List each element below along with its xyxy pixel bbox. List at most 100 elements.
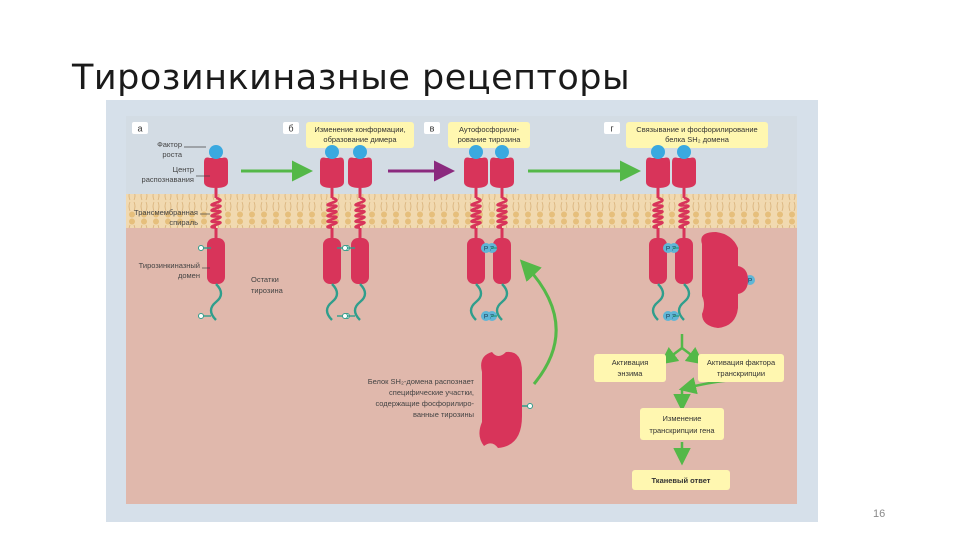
tyrosine-kinase-domain (323, 238, 341, 284)
svg-text:Аутофосфорили-: Аутофосфорили- (459, 125, 520, 134)
svg-text:а: а (137, 124, 142, 134)
svg-text:Белок SH₂-домена распознает: Белок SH₂-домена распознает (368, 377, 475, 386)
svg-text:энзима: энзима (618, 369, 644, 378)
receptor-monomer (320, 145, 344, 321)
svg-text:Изменение: Изменение (663, 414, 702, 423)
svg-text:распознавания: распознавания (142, 175, 194, 184)
svg-text:Тканевый ответ: Тканевый ответ (652, 476, 711, 485)
tyrosine-kinase-domain (351, 238, 369, 284)
tyrosine-kinase-domain (675, 238, 693, 284)
gene-transcription-box: Изменение транскрипции гена (640, 408, 724, 440)
svg-text:спираль: спираль (169, 218, 198, 227)
sh2-description: Белок SH₂-домена распознает специфически… (368, 377, 475, 419)
step-label-g: Связывание и фосфорилирование белка SH₂ … (626, 122, 768, 148)
svg-text:б: б (288, 124, 293, 134)
cell-membrane (126, 194, 797, 228)
panel-letter-v: в (424, 122, 440, 134)
phosphate-group: P (481, 311, 497, 321)
receptor-tail (677, 283, 691, 321)
step-label-v: Аутофосфорили- рование тирозина (448, 122, 530, 148)
tyrosine-kinase-domain (649, 238, 667, 284)
transmembrane-helix (354, 196, 366, 229)
receptors-layer (204, 145, 696, 321)
tyrosine-residue (198, 313, 211, 319)
svg-text:Трансмембранная: Трансмембранная (134, 208, 198, 217)
growth-factor-ligand (469, 145, 483, 159)
step-label-b: Изменение конформации, образование димер… (306, 122, 414, 148)
tyrosine-kinase-domain (493, 238, 511, 284)
svg-text:P: P (666, 314, 670, 321)
growth-factor-ligand (209, 145, 223, 159)
svg-text:специфические участки,: специфические участки, (389, 388, 474, 397)
receptor-binding-domain (320, 157, 344, 188)
growth-factor-ligand (353, 145, 367, 159)
transcription-factor-box: Активация фактора транскрипции (698, 354, 784, 382)
panel-letter-b: б (283, 122, 299, 134)
tyrosine-residues-label: Остатки тирозина (251, 275, 284, 295)
growth-factor-ligand (325, 145, 339, 159)
receptor-monomer (672, 145, 696, 321)
svg-text:роста: роста (162, 150, 182, 159)
binding-center-label: Центр распознавания (142, 165, 210, 184)
tyrosine-kinase-domain-label: Тирозинкиназный домен (139, 261, 210, 280)
svg-text:Активация: Активация (612, 358, 649, 367)
svg-text:Активация фактора: Активация фактора (707, 358, 776, 367)
receptor-tail (469, 283, 483, 321)
receptor-diagram: а б в г Изменение конформации, образован… (126, 116, 797, 504)
svg-text:тирозина: тирозина (251, 286, 284, 295)
receptor-binding-domain (464, 157, 488, 188)
receptor-monomer (464, 145, 488, 321)
svg-text:Центр: Центр (173, 165, 194, 174)
receptor-binding-domain (204, 157, 228, 188)
transmembrane-helix-label: Трансмембранная спираль (134, 208, 210, 227)
svg-text:P: P (672, 314, 676, 321)
svg-text:P: P (484, 246, 488, 253)
tyrosine-residue (342, 245, 355, 251)
transmembrane-helix (678, 196, 690, 229)
phosphate-group: P (663, 243, 679, 253)
svg-text:г: г (610, 124, 614, 134)
phosphate-group: P (481, 243, 497, 253)
receptor-tail (651, 283, 665, 321)
svg-text:ванные тирозины: ванные тирозины (413, 410, 474, 419)
svg-text:Тирозинкиназный: Тирозинкиназный (139, 261, 200, 270)
svg-text:Изменение конформации,: Изменение конформации, (314, 125, 405, 134)
transmembrane-helix (652, 196, 664, 229)
svg-text:P: P (490, 246, 494, 253)
sh2-protein-bound (701, 232, 748, 328)
svg-text:транскрипции гена: транскрипции гена (649, 426, 715, 435)
receptor-binding-domain (672, 157, 696, 188)
svg-text:Фактор: Фактор (157, 140, 182, 149)
receptor-tail (209, 283, 223, 321)
svg-text:P: P (748, 278, 752, 285)
receptor-binding-domain (348, 157, 372, 188)
page-number: 16 (873, 508, 886, 520)
sh2-protein (479, 351, 533, 448)
growth-factor-ligand (651, 145, 665, 159)
svg-text:рование тирозина: рование тирозина (458, 135, 522, 144)
svg-text:образование димера: образование димера (323, 135, 397, 144)
phosphate-group: P (663, 311, 679, 321)
svg-text:белка SH₂ домена: белка SH₂ домена (665, 135, 730, 144)
growth-factor-label: Фактор роста (157, 140, 206, 159)
tissue-response-box: Тканевый ответ (632, 470, 730, 490)
tyrosine-residue (198, 245, 211, 251)
growth-factor-ligand (495, 145, 509, 159)
svg-text:P: P (490, 314, 494, 321)
receptor-monomer (204, 145, 228, 321)
receptor-monomer (490, 145, 514, 321)
tyrosine-residue (342, 313, 355, 319)
svg-text:транскрипции: транскрипции (717, 369, 765, 378)
tyrosine-kinase-domain (207, 238, 225, 284)
svg-text:P: P (666, 246, 670, 253)
receptor-binding-domain (646, 157, 670, 188)
svg-text:P: P (672, 246, 676, 253)
panel-letter-g: г (604, 122, 620, 134)
slide-title: Тирозинкиназные рецепторы (72, 58, 631, 98)
receptor-monomer (348, 145, 372, 321)
transmembrane-helix (496, 196, 508, 229)
transmembrane-helix (326, 196, 338, 229)
svg-text:Остатки: Остатки (251, 275, 279, 284)
receptor-tail (325, 283, 339, 321)
tyrosine-kinase-domain (467, 238, 485, 284)
